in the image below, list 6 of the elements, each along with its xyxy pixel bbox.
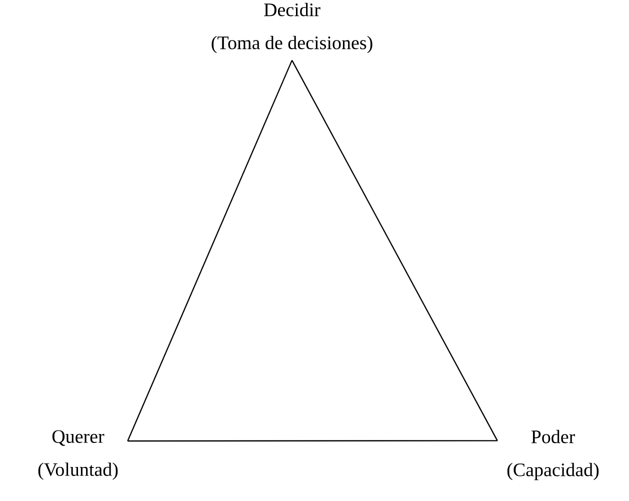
triangle-side: [291, 60, 498, 441]
vertex-label: Decidir (Toma de decisiones): [212, 2, 372, 54]
vertex-label: Poder (Capacidad): [507, 430, 599, 480]
triangle-side: [128, 440, 498, 442]
triangle-side: [127, 60, 293, 442]
vertex-label: Querer (Voluntad): [38, 430, 118, 480]
